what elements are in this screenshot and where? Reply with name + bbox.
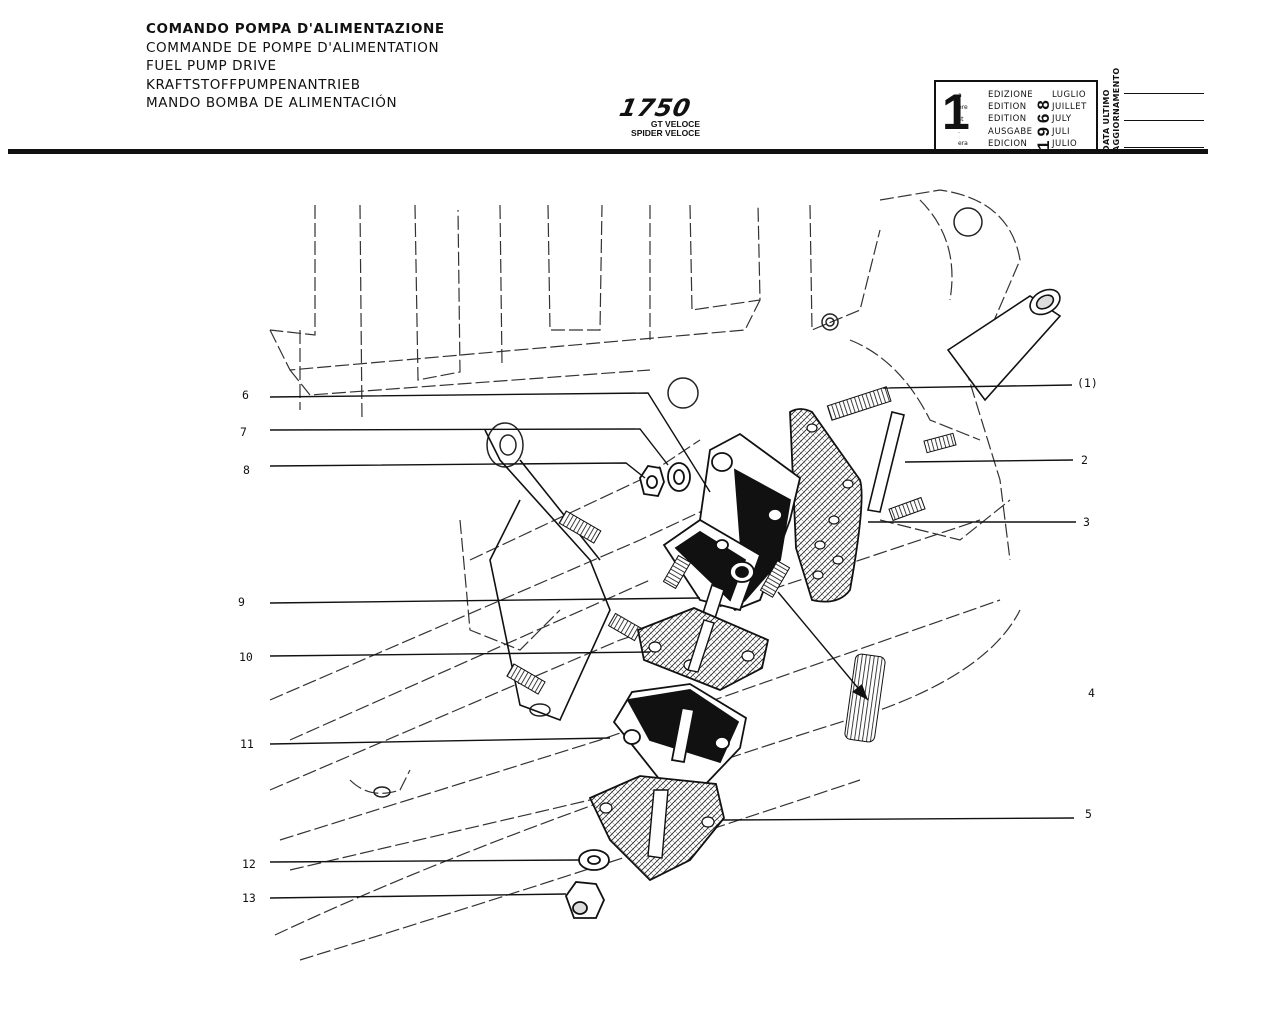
edition-labels: EDIZIONE EDITION EDITION AUSGABE EDICION	[988, 89, 1033, 150]
part-13-nut	[564, 881, 605, 919]
edition-ordinals: a ère st . era	[958, 90, 968, 150]
part-12-washer	[578, 849, 610, 871]
part-1-stud	[826, 386, 892, 421]
callout-2: 2	[1081, 453, 1088, 467]
edition-label: EDITION	[988, 102, 1027, 113]
title-english: FUEL PUMP DRIVE	[146, 58, 277, 75]
title-italian: COMANDO POMPA D'ALIMENTAZIONE	[146, 21, 445, 37]
callout-12: 12	[242, 857, 256, 871]
mounting-bracket	[484, 429, 611, 722]
edition-month: JUILLET	[1052, 102, 1087, 113]
callout-1: (1)	[1077, 376, 1098, 390]
leader-lines	[269, 384, 1076, 899]
title-german: KRAFTSTOFFPUMPENANTRIEB	[146, 76, 361, 93]
callout-8: 8	[243, 463, 250, 477]
model-variant-gt: GT VELOCE	[650, 119, 700, 129]
edition-months: LUGLIO JUILLET JULY JULI JULIO	[1052, 89, 1087, 150]
ordinal: st	[958, 116, 964, 123]
callout-7: 7	[240, 425, 247, 439]
part-2-rod	[867, 411, 905, 513]
callout-6: 6	[242, 388, 249, 402]
ordinal: .	[958, 128, 960, 135]
pipe	[946, 288, 1062, 402]
title-block: COMANDO POMPA D'ALIMENTAZIONE COMMANDE D…	[146, 20, 445, 113]
update-date-line	[1124, 93, 1204, 94]
edition-label: EDIZIONE	[988, 90, 1034, 100]
title-french: COMMANDE DE POMPE D'ALIMENTATION	[146, 39, 440, 56]
ordinal: a	[958, 92, 962, 99]
callout-4: 4	[1088, 686, 1095, 700]
part-7-washer	[667, 462, 691, 492]
update-date-line	[1124, 120, 1204, 121]
part-8-nut	[639, 465, 665, 497]
model-badge: 1750 GT VELOCE SPIDER VELOCE	[617, 94, 710, 138]
part-11-spacer	[612, 683, 748, 792]
update-date-line	[1124, 147, 1204, 148]
callout-13: 13	[242, 891, 256, 905]
edition-label: EDITION	[988, 114, 1027, 125]
edition-label: EDICION	[988, 138, 1028, 149]
callout-11: 11	[240, 737, 254, 751]
part-6-pump-body	[662, 432, 802, 612]
edition-box: 1 a ère st . era EDIZIONE EDITION EDITIO…	[934, 80, 1098, 154]
callout-9: 9	[238, 595, 245, 609]
callout-5: 5	[1085, 807, 1092, 821]
edition-month: JULIO	[1052, 138, 1078, 149]
leader-arrowhead	[852, 684, 868, 700]
edition-month: JULY	[1052, 114, 1072, 125]
ordinal: era	[958, 140, 968, 147]
model-variant-spider: SPIDER VELOCE	[631, 128, 700, 138]
edition-month: JULI	[1052, 126, 1070, 137]
callout-10: 10	[239, 650, 253, 664]
title-spanish: MANDO BOMBA DE ALIMENTACIÓN	[146, 95, 398, 112]
edition-number: 1	[942, 84, 970, 140]
part-3-gasket	[789, 408, 863, 603]
ordinal: ère	[958, 104, 968, 111]
edition-month: LUGLIO	[1052, 90, 1087, 100]
engine-block-holes	[373, 207, 983, 798]
edition-label: AUSGABE	[988, 126, 1033, 137]
header-rule	[8, 149, 1208, 154]
callout-3: 3	[1083, 515, 1090, 529]
